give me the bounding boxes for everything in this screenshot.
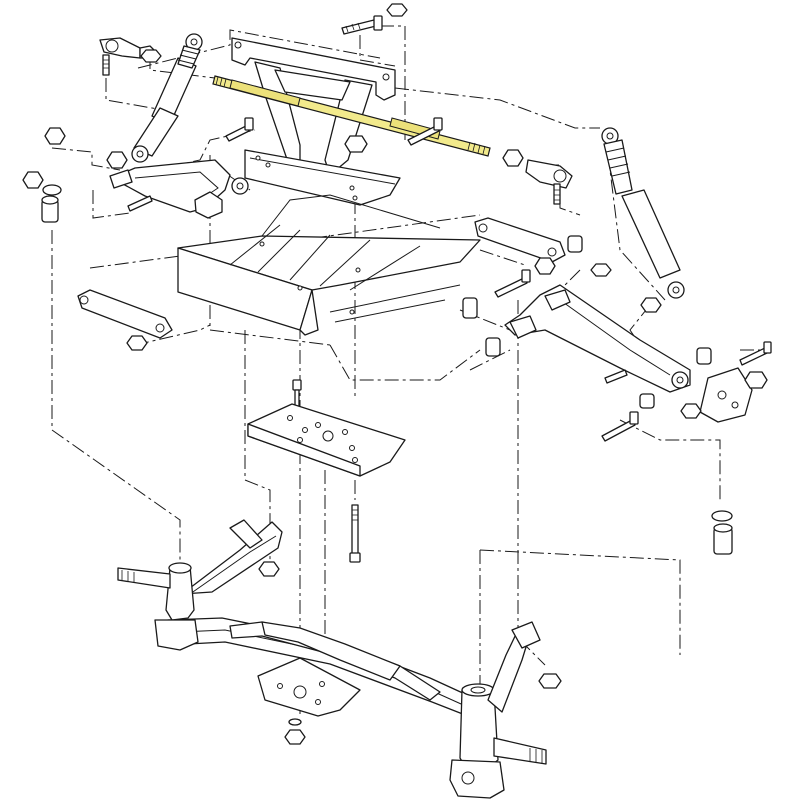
bolt [225, 117, 254, 142]
bolts [127, 15, 772, 563]
nut [22, 171, 44, 189]
nut [140, 49, 162, 63]
bushing [639, 393, 655, 409]
nut [744, 371, 768, 389]
bolt [601, 411, 639, 442]
bushing [696, 347, 712, 365]
nut [284, 729, 306, 745]
bushings [41, 195, 733, 555]
spindle-right [449, 683, 547, 799]
mounting-plate [244, 149, 401, 206]
bushing [485, 337, 501, 357]
bolt [407, 117, 443, 146]
tie-rod-end-right [525, 159, 573, 205]
nut [344, 135, 368, 153]
bushing [567, 235, 583, 253]
bolt [349, 504, 361, 563]
nut [106, 151, 128, 169]
nut [258, 561, 280, 577]
spindle-left [117, 562, 199, 651]
shock-absorber-right [601, 127, 685, 299]
bolt [494, 269, 531, 298]
floor-pan [177, 194, 481, 336]
steering-arm-right [487, 621, 541, 713]
nut [538, 673, 562, 689]
bolt [127, 195, 153, 212]
washer [42, 184, 62, 196]
lower-link-left [77, 289, 173, 339]
upper-a-arm-left [109, 159, 249, 219]
nuts [22, 3, 768, 745]
washers [42, 184, 733, 726]
leaf-spring [229, 621, 441, 701]
nut [386, 3, 408, 17]
bushing [41, 195, 59, 223]
upper-link-right [474, 217, 566, 263]
nut [44, 127, 66, 145]
axle-center-plate [257, 657, 361, 717]
washer [288, 718, 302, 726]
bushing [713, 523, 733, 555]
shock-absorber-left [131, 33, 203, 163]
bolt [341, 15, 383, 35]
nut [640, 297, 662, 313]
nut [680, 403, 702, 419]
lower-a-arm-right [504, 284, 691, 393]
spring-mounting-plate [247, 403, 406, 477]
bushing [462, 297, 478, 319]
nut [590, 263, 612, 277]
bolt [739, 341, 772, 366]
nut [534, 257, 556, 275]
nut [126, 335, 148, 351]
nut [502, 149, 524, 167]
bolt [604, 369, 628, 384]
lower-control-arm-axle-left [181, 519, 283, 595]
washer [711, 510, 733, 522]
spindle-bracket-right [699, 367, 753, 423]
